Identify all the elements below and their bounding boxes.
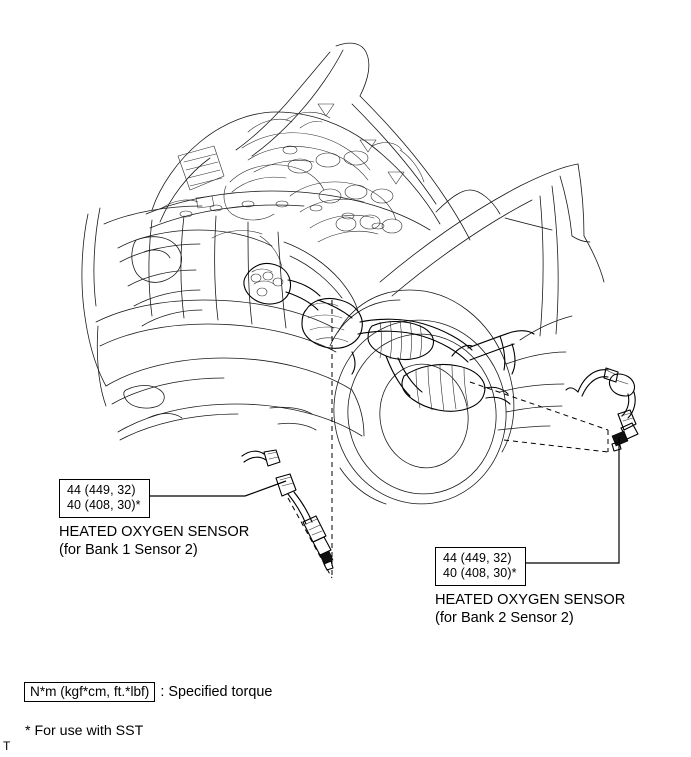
dashed-line-bank2-lower (503, 439, 609, 453)
callout-bank1: 44 (449, 32) 40 (408, 30)* HEATED OXYGEN… (59, 479, 249, 559)
front-body (81, 205, 365, 441)
corner-mark: T (3, 739, 11, 753)
callout-bank2-title: HEATED OXYGEN SENSOR (435, 592, 626, 608)
callout-bank2-subtitle: (for Bank 2 Sensor 2) (435, 609, 574, 626)
torque-value-primary: 44 (449, 32) (67, 483, 136, 497)
leader-lines (143, 437, 620, 564)
torque-value-sst: 40 (408, 30)* (443, 566, 517, 580)
leader-bank2 (519, 437, 620, 564)
callout-bank2: 44 (449, 32) 40 (408, 30)* HEATED OXYGEN… (435, 547, 625, 627)
engine-assembly (145, 103, 441, 269)
sst-footnote: * For use with SST (25, 723, 144, 739)
installation-dashed-lines (287, 300, 609, 579)
callout-bank1-subtitle: (for Bank 1 Sensor 2) (59, 541, 198, 558)
torque-box-bank2: 44 (449, 32) 40 (408, 30)* (435, 547, 526, 586)
torque-value-sst: 40 (408, 30)* (67, 498, 141, 512)
torque-box-bank1: 44 (449, 32) 40 (408, 30)* (59, 479, 150, 518)
torque-value-primary: 44 (449, 32) (443, 551, 512, 565)
torque-unit-legend: N*m (kgf*cm, ft.*lbf) : Specified torque (24, 682, 272, 702)
torque-unit-box: N*m (kgf*cm, ft.*lbf) (24, 682, 156, 702)
bank2-sensor-part (565, 367, 639, 452)
bank1-sensor-part (241, 449, 334, 571)
torque-unit-meaning: : Specified torque (160, 684, 273, 700)
callout-bank1-title: HEATED OXYGEN SENSOR (59, 524, 250, 540)
body-upper-outline (235, 42, 605, 297)
leader-bank1 (143, 480, 287, 497)
dashed-line-bank2-upper (469, 381, 609, 431)
front-wheel (329, 185, 573, 505)
exhaust-system (243, 262, 535, 412)
